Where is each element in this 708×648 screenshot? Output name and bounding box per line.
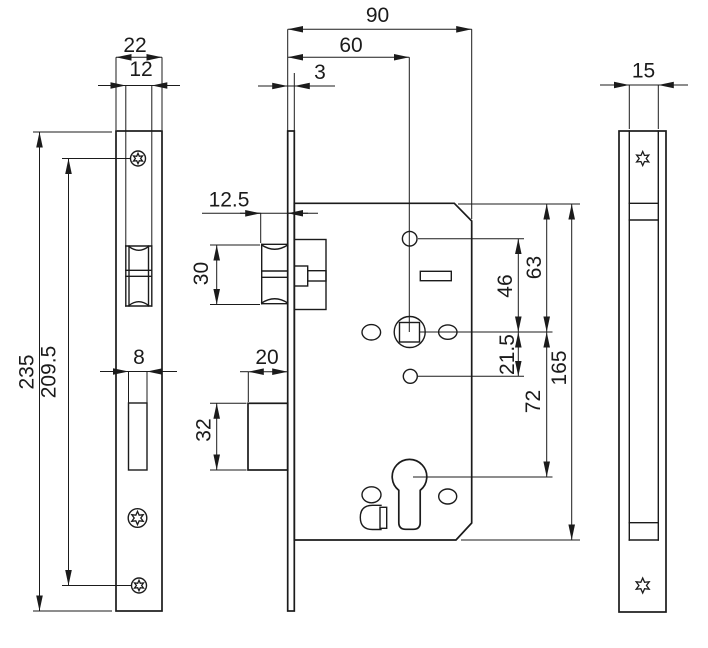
deadbolt-cutout <box>127 402 148 471</box>
dim-label-46: 46 <box>494 274 517 297</box>
latch-cutout <box>125 245 153 307</box>
dim-label-32: 32 <box>193 418 216 441</box>
lock-case-outline <box>293 202 473 541</box>
dim-latch-height: 30 <box>190 244 260 305</box>
view-right-edge: 15 <box>600 60 688 613</box>
dim-deadbolt-slot-width: 8 <box>100 346 177 403</box>
screw-top-torx-icon <box>636 151 650 166</box>
dim-plate-outer-width: 22 <box>115 34 163 130</box>
screw-bottom-torx-icon <box>130 577 148 594</box>
cylinder-side-hole-right <box>438 488 458 505</box>
dim-case-thickness: 15 <box>600 60 688 129</box>
dim-top-hole-to-spindle: 46 <box>494 238 522 332</box>
faceplate-edge <box>286 130 296 612</box>
dim-plate-height: 235 <box>16 131 112 612</box>
dim-label-21-5: 21.5 <box>496 334 519 375</box>
dim-case-height: 165 <box>548 204 576 540</box>
dim-case-depth: 90 <box>287 4 472 33</box>
dim-spindle-to-cylinder: 72 <box>522 332 551 477</box>
deadbolt <box>247 402 289 471</box>
dim-spindle-to-lower-hole: 21.5 <box>496 332 522 377</box>
dim-screw-spacing: 209.5 <box>38 158 131 586</box>
stop-slot <box>419 270 452 282</box>
dim-faceplate-thickness: 3 <box>258 61 335 90</box>
dim-label-235: 235 <box>16 354 39 389</box>
dim-label-3: 3 <box>314 61 326 84</box>
dim-label-165: 165 <box>548 350 571 385</box>
dim-label-8: 8 <box>133 346 145 369</box>
dim-label-20: 20 <box>255 346 278 369</box>
dim-label-72: 72 <box>522 390 545 413</box>
spring-stop-detail <box>359 504 388 531</box>
edge-outline <box>618 130 667 613</box>
latch-bolt <box>260 238 327 311</box>
dim-deadbolt-height: 32 <box>193 402 247 471</box>
dim-label-30: 30 <box>190 262 213 285</box>
dim-label-15: 15 <box>632 60 655 83</box>
dim-latch-projection: 12.5 <box>202 189 318 243</box>
view-left-faceplate: 22 12 235 209.5 8 <box>16 34 180 612</box>
euro-cylinder-hole <box>391 458 428 531</box>
dim-label-22: 22 <box>123 34 146 57</box>
screw-middle-torx-icon <box>127 508 148 529</box>
view-front-lock-case: 90 60 3 12.5 30 <box>190 4 580 612</box>
spindle-side-hole-left <box>361 323 382 341</box>
cylinder-side-hole-left <box>361 486 382 504</box>
dim-case-top-to-spindle: 63 <box>523 204 551 332</box>
dim-backset: 60 <box>287 34 410 61</box>
dim-label-90: 90 <box>366 4 389 27</box>
screw-top-torx-icon <box>129 150 147 167</box>
screw-bottom-torx-icon <box>635 577 650 594</box>
dim-label-63: 63 <box>523 256 546 279</box>
dim-label-209-5: 209.5 <box>38 346 61 399</box>
dim-label-12: 12 <box>129 58 152 81</box>
dim-deadbolt-throw: 20 <box>240 346 288 402</box>
dim-label-60: 60 <box>339 34 362 57</box>
dim-label-12-5: 12.5 <box>209 189 250 212</box>
lower-fixing-hole <box>402 368 418 384</box>
dim-latch-slot-width: 12 <box>98 58 180 89</box>
